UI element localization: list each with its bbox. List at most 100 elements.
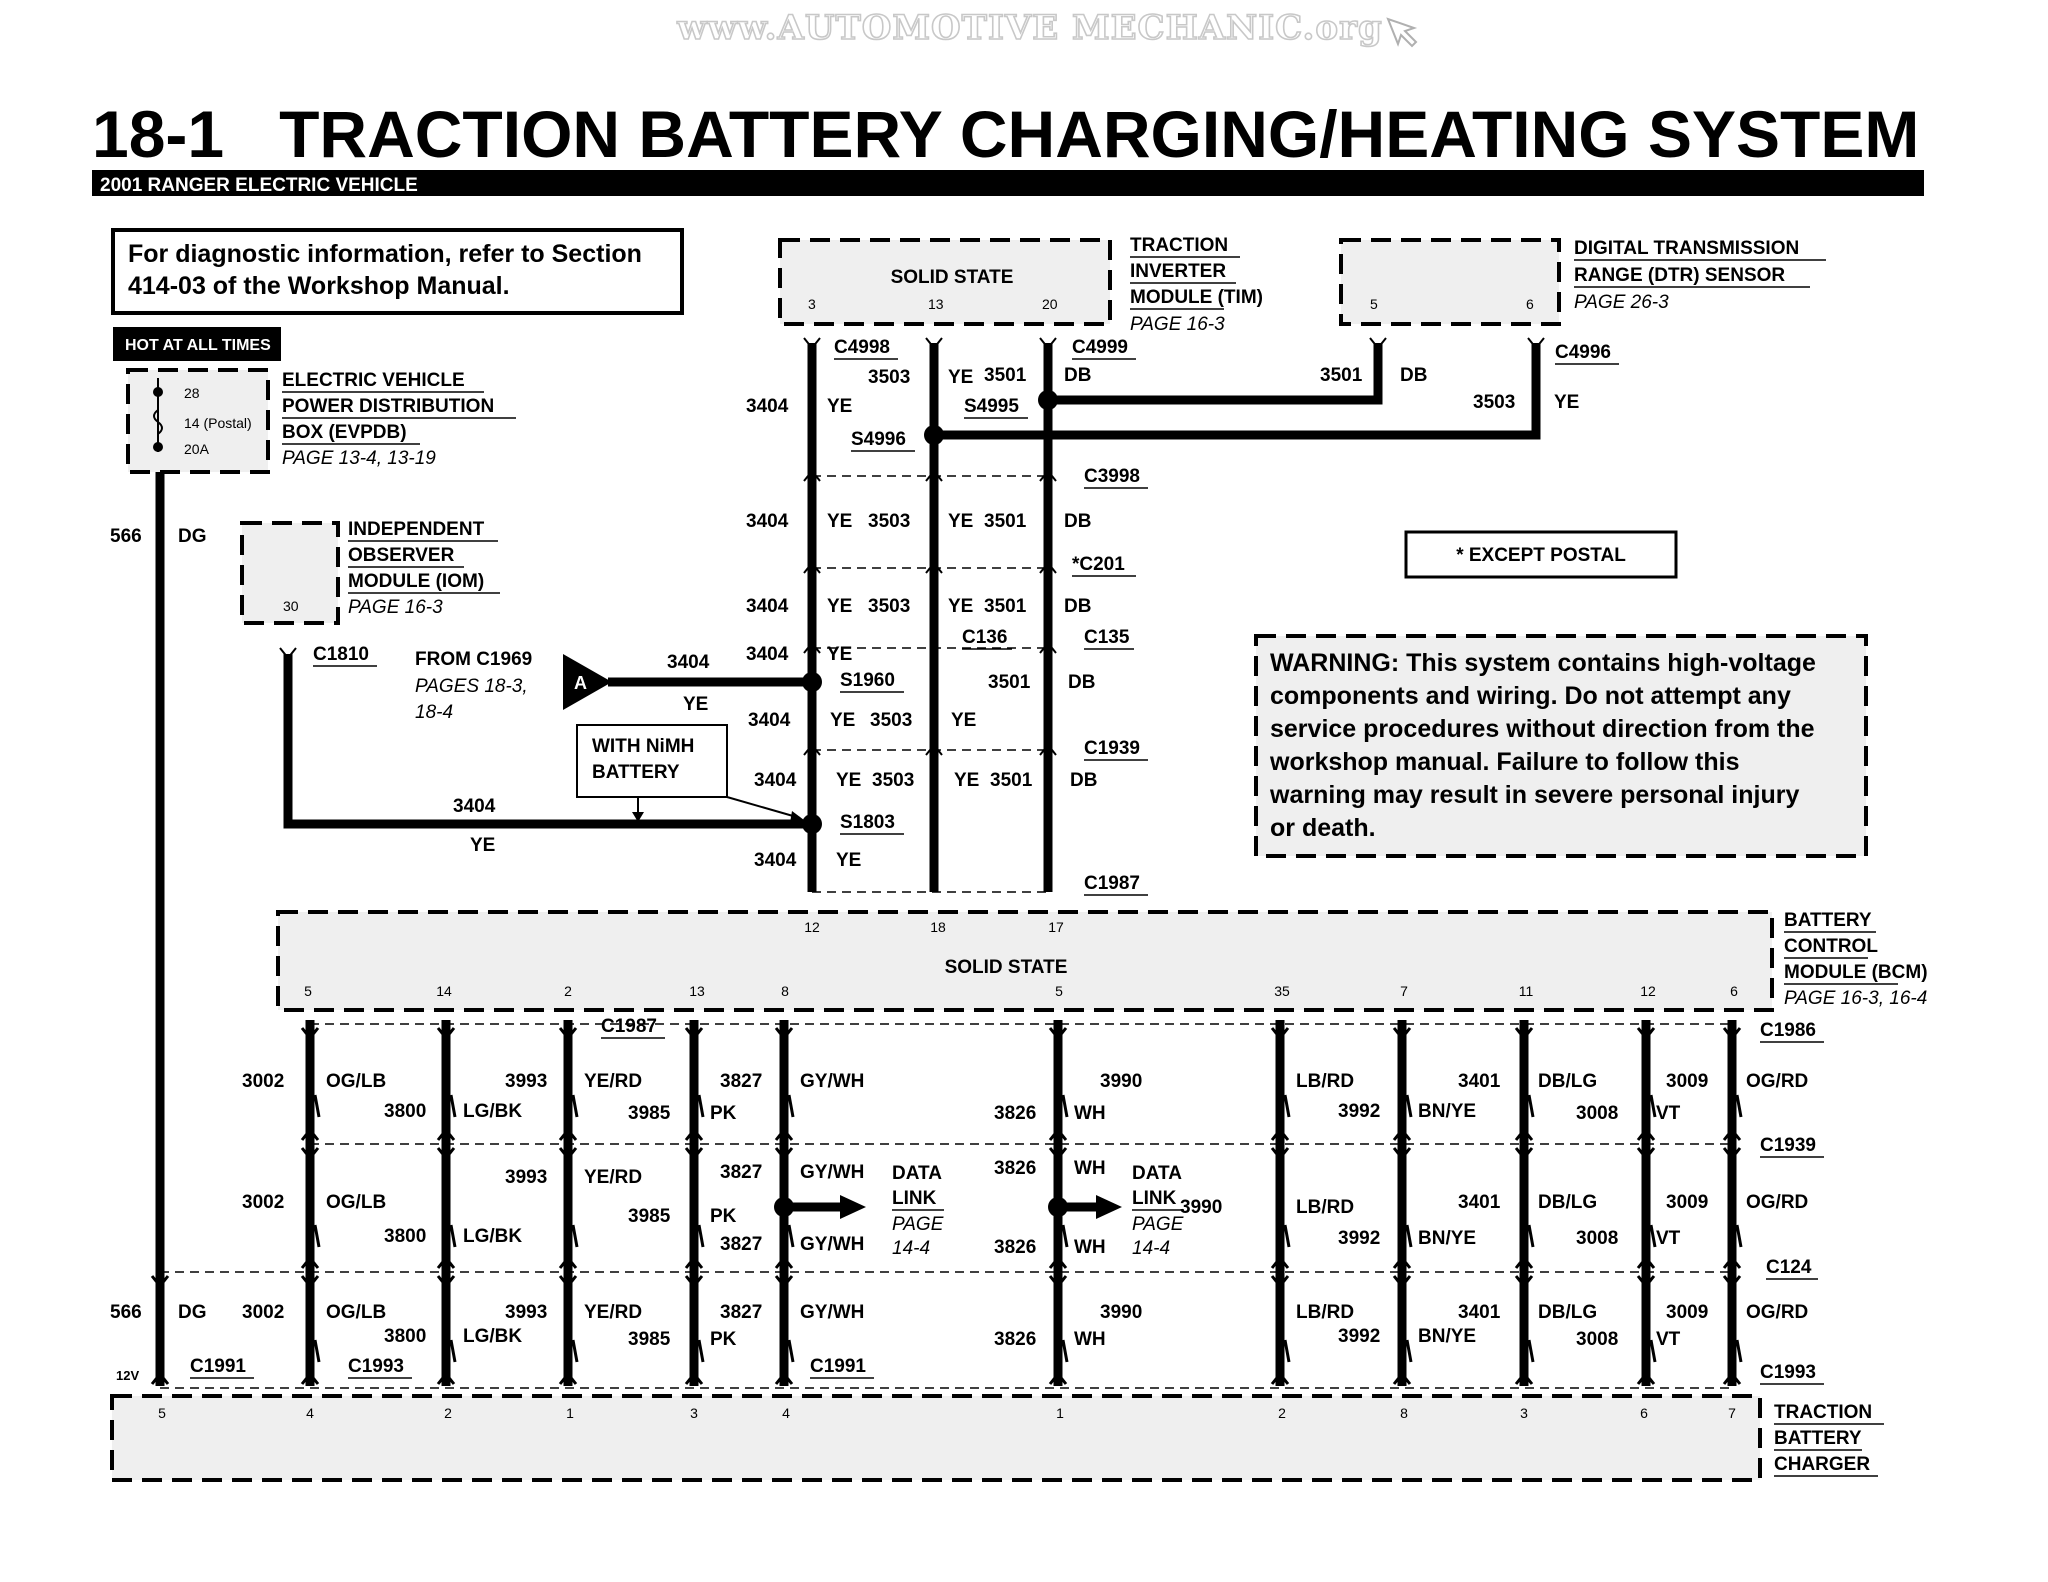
svg-text:3503: 3503 bbox=[868, 596, 910, 617]
svg-text:3800: 3800 bbox=[384, 1226, 426, 1247]
svg-text:DB/LG: DB/LG bbox=[1538, 1302, 1597, 1323]
svg-text:3993: 3993 bbox=[505, 1071, 547, 1092]
svg-text:14-4: 14-4 bbox=[892, 1238, 930, 1259]
svg-text:3009: 3009 bbox=[1666, 1302, 1708, 1323]
dtr-label: DIGITAL TRANSMISSION RANGE (DTR) SENSOR … bbox=[1574, 238, 1826, 313]
svg-text:ELECTRIC VEHICLE: ELECTRIC VEHICLE bbox=[282, 370, 465, 391]
svg-text:YE: YE bbox=[948, 511, 973, 532]
svg-text:PK: PK bbox=[710, 1206, 737, 1227]
svg-text:3985: 3985 bbox=[628, 1206, 671, 1227]
svg-text:DB: DB bbox=[1068, 672, 1095, 693]
data-link-arrow-icon bbox=[1096, 1195, 1122, 1219]
svg-text:3401: 3401 bbox=[1458, 1071, 1501, 1092]
splice-s1960 bbox=[802, 672, 822, 692]
svg-text:C4999: C4999 bbox=[1072, 337, 1128, 358]
svg-text:DB: DB bbox=[1064, 596, 1091, 617]
svg-text:GY/WH: GY/WH bbox=[800, 1162, 864, 1183]
svg-text:BN/YE: BN/YE bbox=[1418, 1326, 1476, 1347]
svg-text:GY/WH: GY/WH bbox=[800, 1071, 864, 1092]
svg-text:BOX (EVPDB): BOX (EVPDB) bbox=[282, 422, 407, 443]
svg-text:MODULE (TIM): MODULE (TIM) bbox=[1130, 287, 1263, 308]
evpdb-fuse-num: 28 bbox=[184, 385, 200, 401]
subtitle-bar bbox=[92, 170, 1924, 196]
svg-text:LB/RD: LB/RD bbox=[1296, 1197, 1354, 1218]
svg-text:YE/RD: YE/RD bbox=[584, 1302, 642, 1323]
svg-text:S4996: S4996 bbox=[851, 429, 906, 450]
svg-text:C1987: C1987 bbox=[1084, 873, 1140, 894]
svg-text:3501: 3501 bbox=[984, 511, 1027, 532]
tim-solid-state: SOLID STATE bbox=[891, 267, 1014, 288]
svg-text:YE: YE bbox=[836, 770, 861, 791]
svg-text:OG/LB: OG/LB bbox=[326, 1302, 386, 1323]
svg-text:DATA: DATA bbox=[892, 1163, 942, 1184]
svg-text:C1993: C1993 bbox=[1760, 1362, 1816, 1383]
svg-text:C1986: C1986 bbox=[1760, 1020, 1816, 1041]
svg-text:3826: 3826 bbox=[994, 1103, 1036, 1124]
tim-bcm-wiring: A bbox=[279, 337, 1545, 893]
nimh-line2: BATTERY bbox=[592, 762, 680, 783]
svg-text:FROM C1969: FROM C1969 bbox=[415, 649, 532, 670]
nimh-line1: WITH NiMH bbox=[592, 736, 694, 757]
evpdb-label: ELECTRIC VEHICLE POWER DISTRIBUTION BOX … bbox=[282, 370, 516, 469]
svg-text:OG/LB: OG/LB bbox=[326, 1192, 386, 1213]
svg-text:GY/WH: GY/WH bbox=[800, 1234, 864, 1255]
svg-text:C4998: C4998 bbox=[834, 337, 890, 358]
svg-text:3008: 3008 bbox=[1576, 1329, 1618, 1350]
svg-text:warning may result in severe p: warning may result in severe personal in… bbox=[1269, 781, 1799, 809]
nimh-note-box bbox=[576, 724, 728, 798]
diagnostic-note-line1: For diagnostic information, refer to Sec… bbox=[128, 240, 642, 268]
bcm-box bbox=[276, 910, 1774, 1012]
watermark: www.AUTOMOTIVE MECHANIC.org bbox=[676, 8, 1383, 48]
svg-text:VT: VT bbox=[1656, 1228, 1681, 1249]
hot-at-all-times-badge bbox=[113, 327, 281, 361]
svg-text:YE: YE bbox=[470, 835, 495, 856]
svg-text:3503: 3503 bbox=[868, 511, 910, 532]
svg-text:3: 3 bbox=[1520, 1405, 1528, 1421]
evpdb-fuse-postal: 14 (Postal) bbox=[184, 415, 252, 431]
svg-text:3985: 3985 bbox=[628, 1329, 671, 1350]
svg-text:3990: 3990 bbox=[1100, 1071, 1142, 1092]
svg-text:PAGE: PAGE bbox=[1132, 1214, 1184, 1235]
svg-text:LG/BK: LG/BK bbox=[463, 1101, 522, 1122]
svg-text:3985: 3985 bbox=[628, 1103, 671, 1124]
diagnostic-note-box bbox=[111, 228, 684, 315]
svg-text:3501: 3501 bbox=[988, 672, 1031, 693]
svg-text:3404: 3404 bbox=[746, 396, 789, 417]
svg-text:C1993: C1993 bbox=[348, 1356, 404, 1377]
svg-text:3503: 3503 bbox=[1473, 392, 1515, 413]
svg-text:YE: YE bbox=[827, 396, 852, 417]
svg-text:3009: 3009 bbox=[1666, 1192, 1708, 1213]
svg-text:2: 2 bbox=[1278, 1405, 1286, 1421]
svg-text:3002: 3002 bbox=[242, 1192, 284, 1213]
tbc-pins: 5 4 2 1 3 4 1 2 8 3 6 7 bbox=[158, 1405, 1736, 1421]
svg-text:PAGE 13-4, 13-19: PAGE 13-4, 13-19 bbox=[282, 448, 436, 469]
iom-label: INDEPENDENT OBSERVER MODULE (IOM) PAGE 1… bbox=[348, 519, 500, 618]
svg-text:YE/RD: YE/RD bbox=[584, 1071, 642, 1092]
cursor-icon bbox=[1386, 17, 1418, 48]
svg-text:3401: 3401 bbox=[1458, 1192, 1501, 1213]
tim-pin-13: 13 bbox=[928, 296, 944, 312]
tim-label: TRACTION INVERTER MODULE (TIM) PAGE 16-3 bbox=[1130, 235, 1263, 335]
svg-text:6: 6 bbox=[1640, 1405, 1648, 1421]
svg-text:PAGE 16-3: PAGE 16-3 bbox=[348, 597, 443, 618]
except-postal-box bbox=[1404, 530, 1678, 579]
svg-text:3404: 3404 bbox=[746, 511, 789, 532]
svg-text:OG/RD: OG/RD bbox=[1746, 1071, 1808, 1092]
svg-text:INDEPENDENT: INDEPENDENT bbox=[348, 519, 485, 540]
svg-text:LG/BK: LG/BK bbox=[463, 1226, 522, 1247]
svg-text:1: 1 bbox=[1056, 1405, 1064, 1421]
svg-text:DIGITAL TRANSMISSION: DIGITAL TRANSMISSION bbox=[1574, 238, 1799, 259]
svg-text:WH: WH bbox=[1074, 1158, 1106, 1179]
svg-text:3992: 3992 bbox=[1338, 1228, 1380, 1249]
svg-text:C3998: C3998 bbox=[1084, 466, 1140, 487]
svg-text:MODULE (BCM): MODULE (BCM) bbox=[1784, 962, 1928, 983]
svg-text:CONTROL: CONTROL bbox=[1784, 936, 1878, 957]
svg-text:C135: C135 bbox=[1084, 627, 1130, 648]
svg-text:3993: 3993 bbox=[505, 1167, 547, 1188]
svg-text:PAGE 26-3: PAGE 26-3 bbox=[1574, 292, 1669, 313]
page-title: 18-1 TRACTION BATTERY CHARGING/HEATING S… bbox=[92, 97, 1919, 171]
svg-text:3501: 3501 bbox=[984, 596, 1027, 617]
svg-text:3404: 3404 bbox=[754, 770, 797, 791]
svg-text:CHARGER: CHARGER bbox=[1774, 1454, 1870, 1475]
data-link-arrow-icon bbox=[840, 1195, 866, 1219]
